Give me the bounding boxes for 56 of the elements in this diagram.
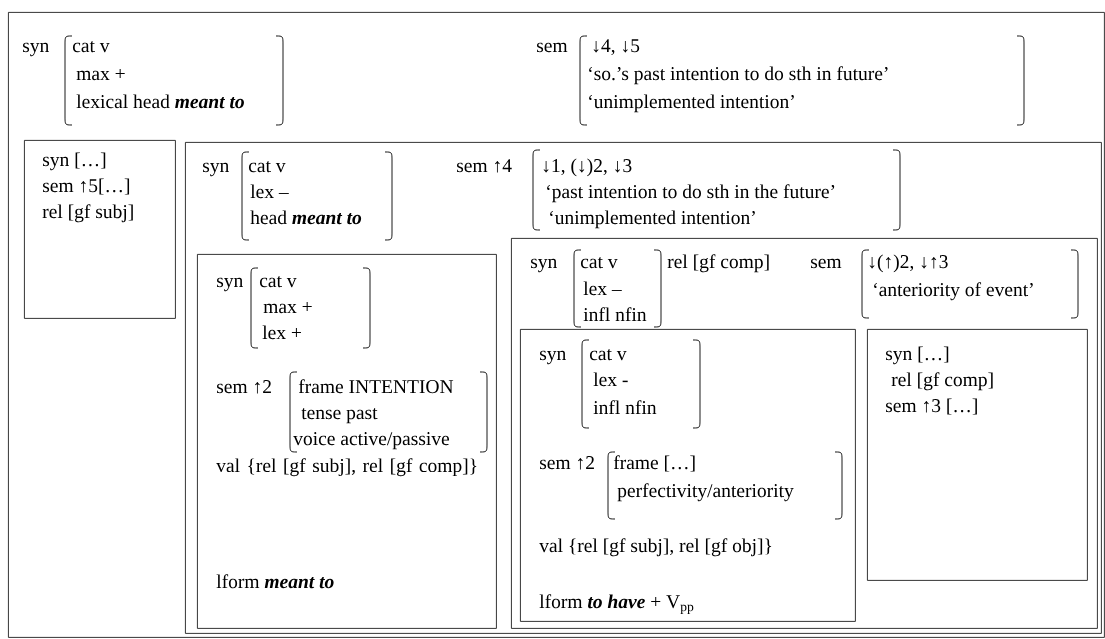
feature-text: val {rel [gf subj], rel [gf obj]} <box>539 538 772 557</box>
feature-box <box>24 140 176 319</box>
feature-text: ‘unimplemented intention’ <box>589 94 794 113</box>
feature-text: ↓4, ↓5 <box>593 39 640 55</box>
feature-text: infl nfin <box>593 400 657 414</box>
feature-text: ‘anteriority of event’ <box>874 282 1033 301</box>
feature-text: cat v <box>259 276 297 288</box>
feature-text: sem ↑2 <box>540 456 594 470</box>
feature-text: cat v <box>589 349 627 361</box>
feature-text: cat v <box>72 41 110 53</box>
feature-text: val {rel [gf subj], rel [gf comp]} <box>216 458 477 477</box>
feature-box <box>511 238 1098 629</box>
feature-text: sem ↑5[…] <box>43 178 130 195</box>
feature-text: sem ↑3 […] <box>886 398 977 415</box>
feature-text: lexical head meant to <box>76 94 244 109</box>
feature-text: infl nfin <box>583 307 647 321</box>
feature-text: head meant to <box>250 210 362 225</box>
feature-text: lex – <box>583 281 622 296</box>
feature-text: syn <box>540 350 566 365</box>
feature-text: ‘so.’s past intention to do sth in future’ <box>589 66 888 85</box>
feature-text: sem <box>537 42 568 53</box>
feature-text: frame […] <box>613 455 695 472</box>
feature-text: sem <box>811 258 842 269</box>
feature-text: lex – <box>250 184 289 199</box>
feature-text: lex - <box>593 372 628 387</box>
feature-box <box>520 329 856 622</box>
feature-text: syn <box>217 277 243 292</box>
feature-text: rel [gf comp] <box>891 372 993 391</box>
feature-text: syn […] <box>43 152 106 171</box>
feature-box <box>8 12 1105 638</box>
feature-text: syn <box>203 162 229 177</box>
feature-text: sem ↑4 <box>457 159 512 173</box>
feature-text: voice active/passive <box>293 432 450 450</box>
feature-text: syn […] <box>886 346 949 365</box>
feature-box <box>867 329 1088 581</box>
feature-text: syn <box>531 258 557 273</box>
feature-text: rel [gf subj] <box>42 204 133 223</box>
feature-text: ‘past intention to do sth in the future’ <box>547 184 835 203</box>
feature-text: rel [gf comp] <box>667 254 769 273</box>
feature-text: frame INTENTION <box>298 379 454 394</box>
feature-text: ↓1, (↓)2, ↓3 <box>543 158 632 177</box>
feature-text: tense past <box>301 408 378 424</box>
feature-text: sem ↑2 <box>217 380 271 394</box>
feature-text: ↓(↑)2, ↓↑3 <box>869 254 948 273</box>
feature-text: cat v <box>580 257 618 269</box>
feature-box <box>197 254 497 629</box>
feature-text: lform to have + V$_{pp}$ <box>539 594 694 614</box>
feature-text: lex + <box>262 325 301 340</box>
feature-text: max + <box>76 69 125 81</box>
feature-text: lform meant to <box>216 574 334 589</box>
feature-text: max + <box>263 302 312 314</box>
feature-text: perfectivity/anteriority <box>617 483 794 502</box>
feature-text: cat v <box>248 161 286 173</box>
feature-text: ‘unimplemented intention’ <box>550 210 755 229</box>
feature-box <box>185 142 1102 634</box>
feature-text: syn <box>23 42 49 57</box>
